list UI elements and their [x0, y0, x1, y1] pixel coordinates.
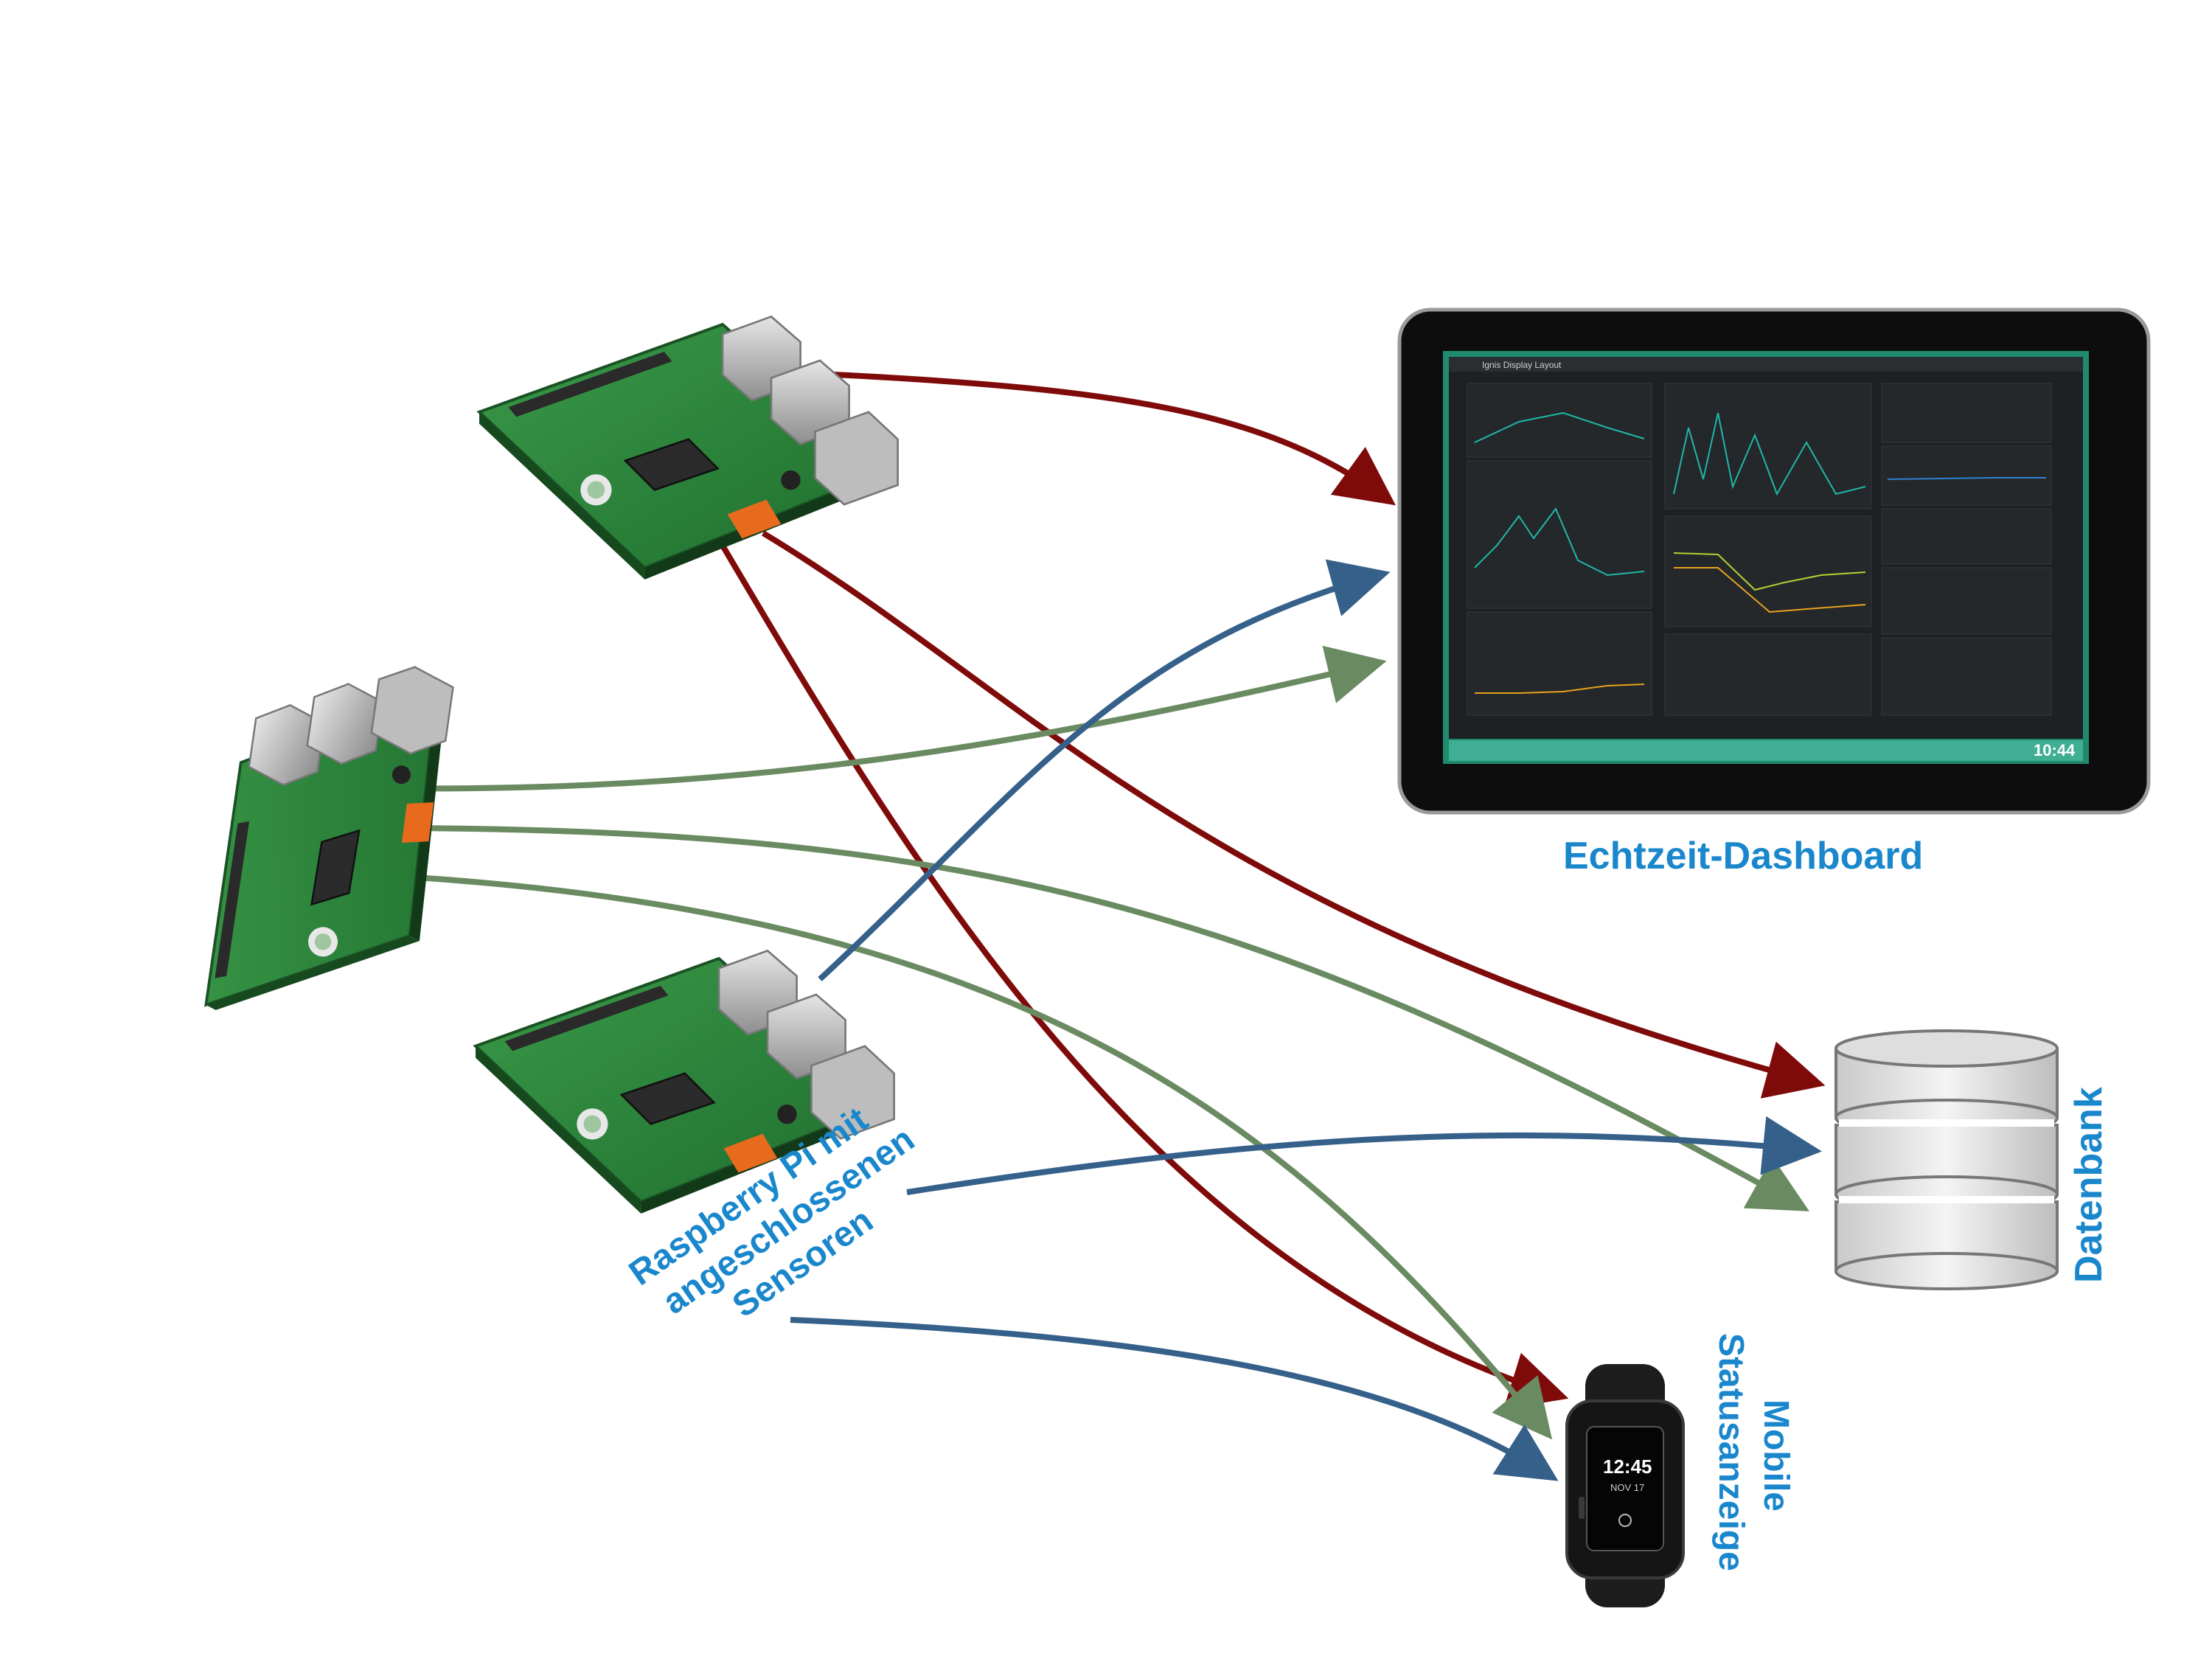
mini-chart-line [1475, 684, 1645, 694]
mini-chart-line [1474, 507, 1645, 577]
mobile-label-line1: Mobile [1756, 1399, 1795, 1512]
dashboard-layout-title: Ignis Display Layout [1482, 360, 1562, 370]
flow-green-to-database [346, 824, 1809, 1211]
flow-green-to-dashboard [346, 645, 1387, 792]
mini-chart-line [1474, 411, 1645, 443]
dashboard-panels [1467, 383, 2052, 716]
tablet-icon: Ignis Display Layout 10:44 [1397, 307, 2151, 815]
mini-chart-line [1674, 567, 1866, 613]
database-label: Datenbank [2067, 1087, 2110, 1283]
flow-red-to-dashboard [832, 372, 1396, 506]
flow-red-to-database [761, 530, 1826, 1099]
flow-green-to-watch [346, 871, 1553, 1440]
flow-blue-to-watch [790, 1317, 1559, 1481]
mini-chart-line [1673, 412, 1866, 496]
dashboard-label: Echtzeit-Dashboard [1563, 835, 1923, 877]
flow-blue-to-dashboard [818, 559, 1391, 981]
watch-date: NOV 17 [1610, 1482, 1644, 1493]
raspberry-pi-board-icon [125, 611, 534, 1081]
flow-blue-to-database [906, 1116, 1822, 1195]
database-icon [1834, 1029, 2059, 1290]
mini-chart-line [1887, 477, 2046, 480]
watch-time: 12:45 [1603, 1455, 1652, 1478]
dashboard-clock: 10:44 [2034, 741, 2076, 759]
raspberry-pi-board-icon [478, 315, 900, 581]
flow-red-to-watch [720, 543, 1569, 1410]
smartwatch-icon: 12:45 NOV 17 [1565, 1364, 1685, 1607]
mobile-label-line2: Statusanzeige [1711, 1333, 1750, 1571]
mini-chart-line [1673, 552, 1866, 591]
